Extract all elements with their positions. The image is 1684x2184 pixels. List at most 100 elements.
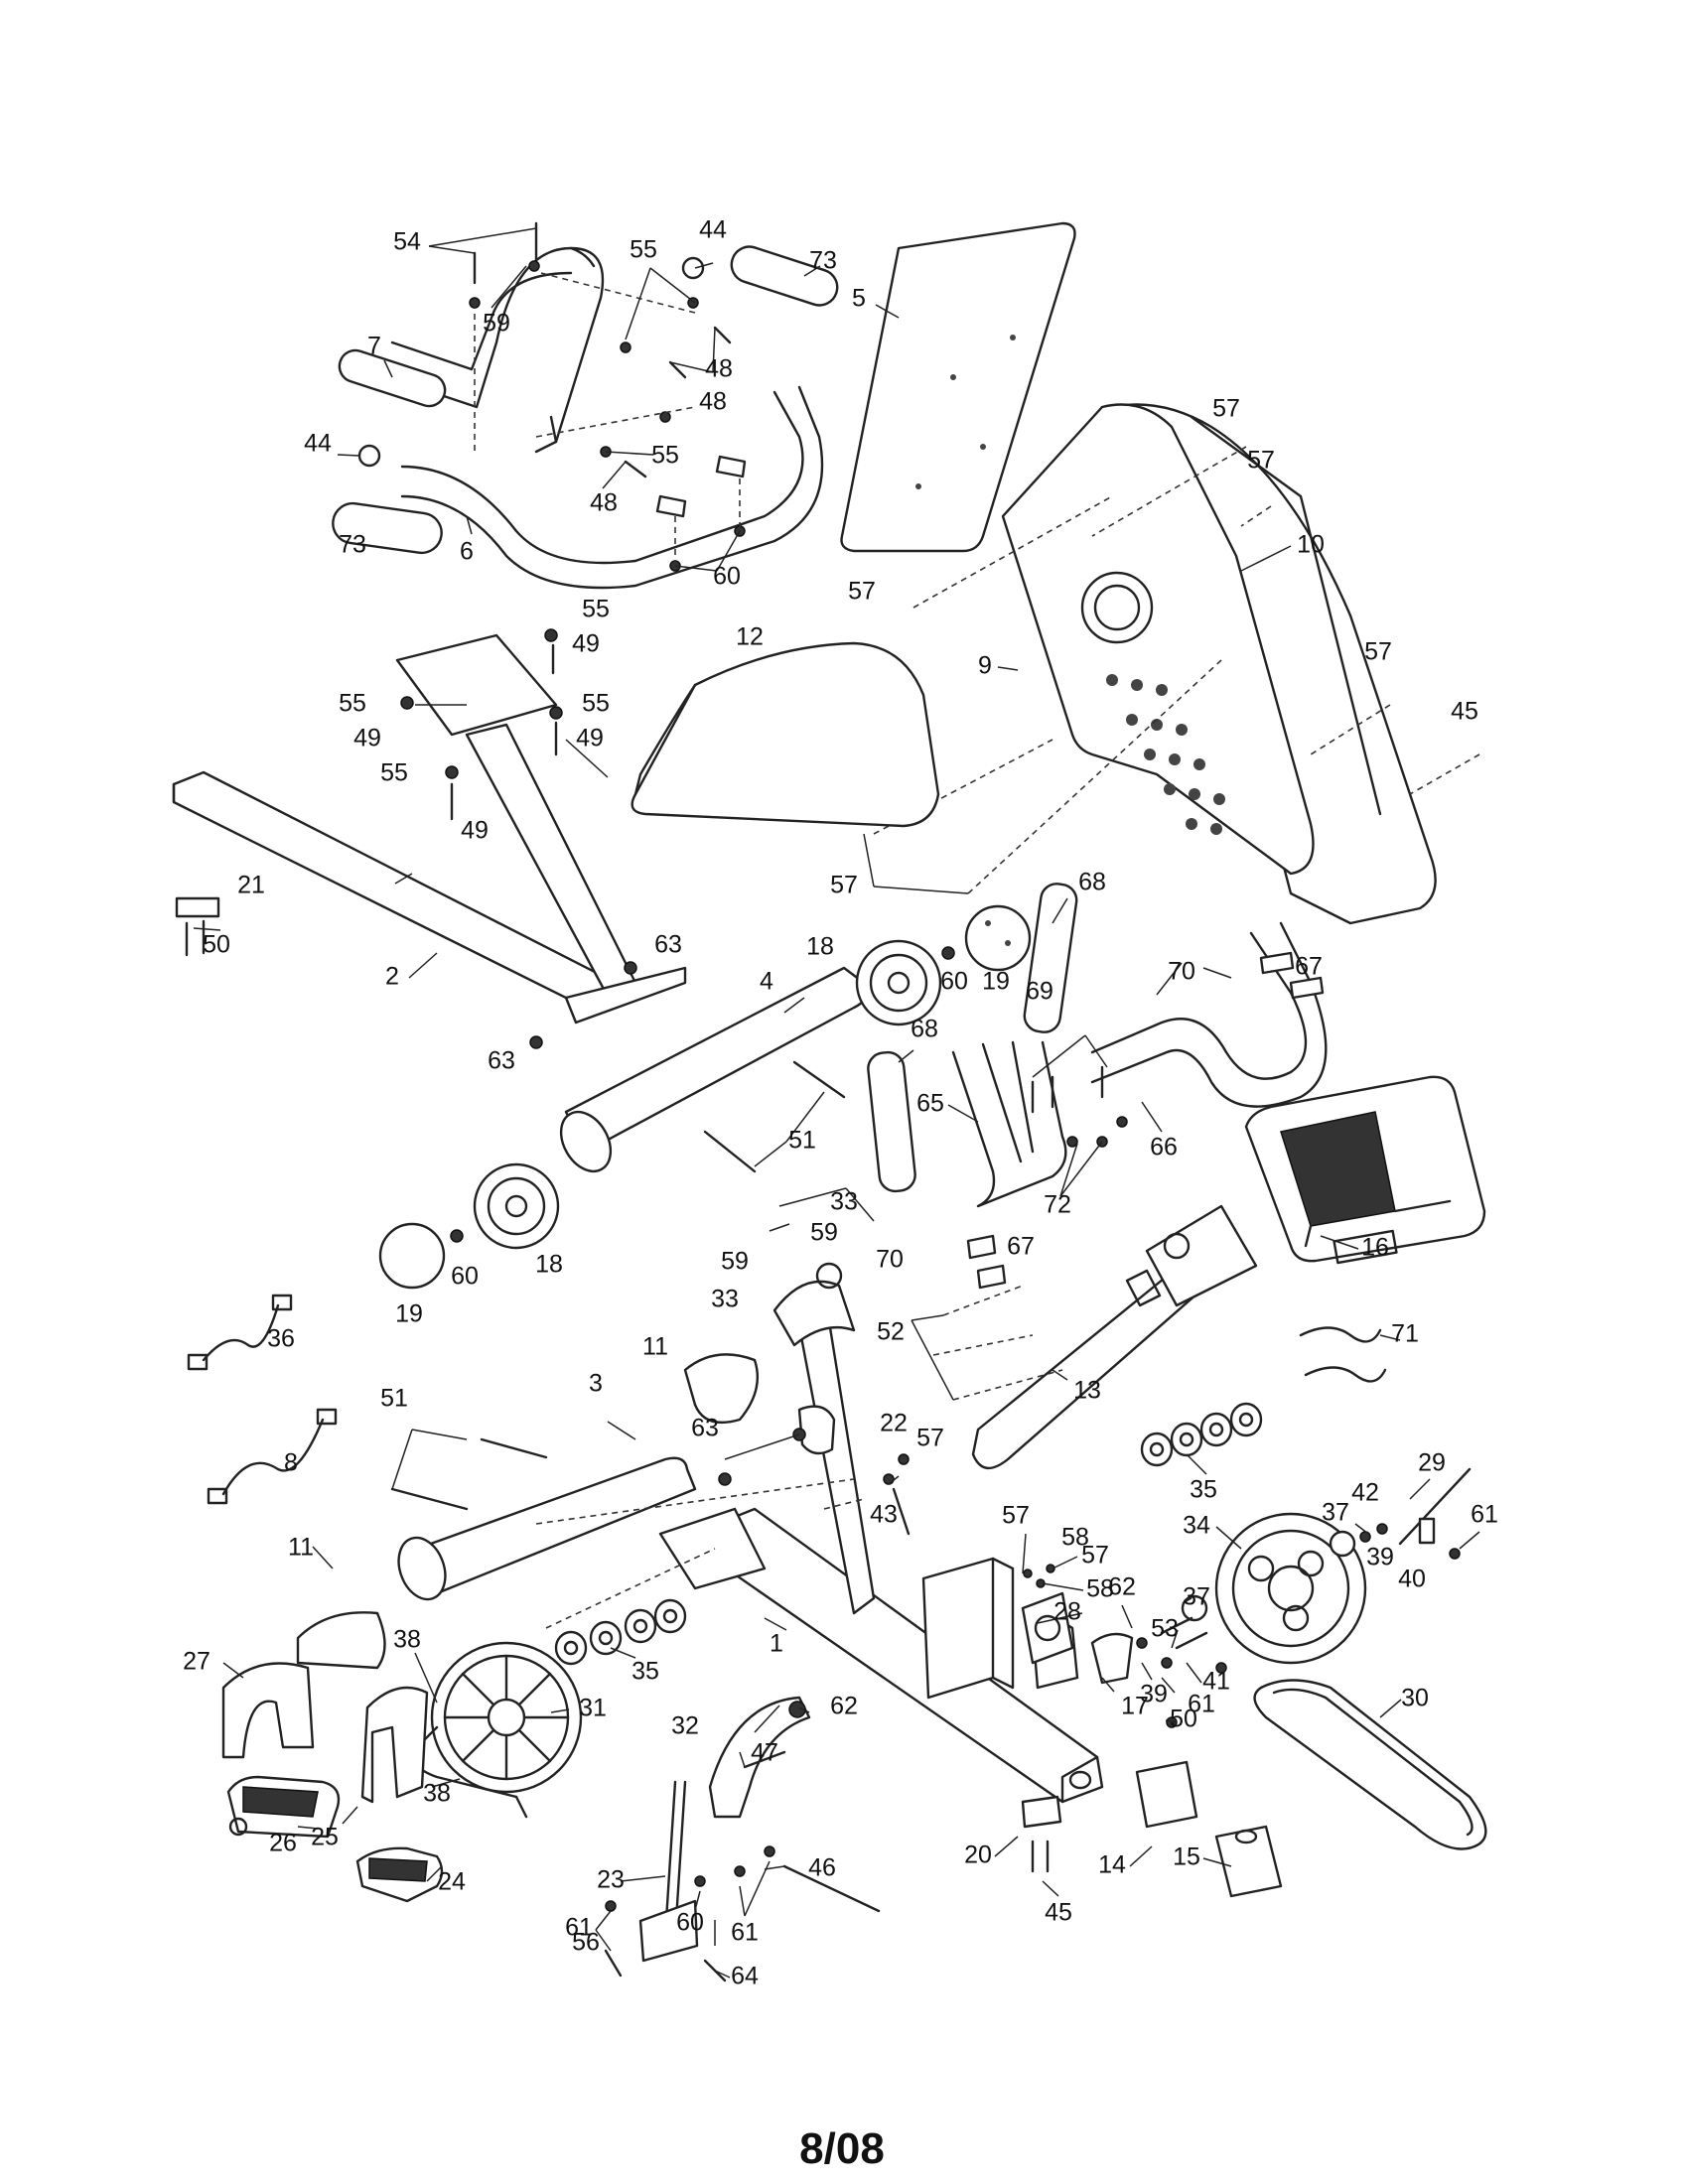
- callout-label: 19: [982, 968, 1010, 996]
- callout-label: 53: [1151, 1615, 1179, 1643]
- callout-label: 61: [1471, 1501, 1498, 1529]
- callout-label: 25: [311, 1824, 339, 1851]
- callout-label: 49: [461, 817, 489, 845]
- part-front-shroud-9: [1001, 403, 1315, 876]
- callout-label: 31: [579, 1695, 607, 1722]
- callout-label: 37: [1183, 1583, 1210, 1611]
- callout-label: 48: [699, 388, 727, 416]
- callout-label: 45: [1045, 1899, 1072, 1927]
- part-handlebar-rear: [370, 246, 605, 454]
- callout-label: 51: [788, 1127, 816, 1155]
- callout-label: 47: [751, 1739, 778, 1767]
- callout-label: 57: [1364, 638, 1392, 666]
- part-flywheel-axle-29: [1329, 1467, 1472, 1560]
- callout-label: 50: [1170, 1706, 1197, 1733]
- part-wire-harness-36: [187, 1294, 293, 1371]
- hardware-seat-bolts: [175, 628, 637, 1049]
- part-handle-left-65: [951, 1040, 1067, 1208]
- part-handle-grip-68a: [1023, 883, 1078, 1033]
- callout-label: 57: [830, 872, 858, 899]
- part-handlebar-front: [400, 385, 824, 590]
- callout-label: 38: [393, 1626, 421, 1654]
- callout-label: 65: [916, 1090, 944, 1118]
- leader-lines: [193, 227, 1480, 1979]
- callout-label: 55: [630, 236, 657, 264]
- callout-label: 60: [676, 1909, 704, 1937]
- callout-label: 57: [848, 578, 876, 606]
- callout-label: 55: [582, 690, 610, 718]
- callout-label: 46: [808, 1854, 836, 1882]
- callout-label: 3: [589, 1370, 603, 1398]
- callout-label: 23: [597, 1866, 625, 1894]
- callout-label: 50: [203, 931, 230, 959]
- part-stabilizer-3: [397, 1456, 697, 1601]
- callout-label: 41: [1202, 1668, 1230, 1696]
- callout-label: 57: [1247, 447, 1275, 475]
- callout-label: 62: [1108, 1573, 1136, 1601]
- callout-label: 4: [760, 968, 773, 996]
- callout-label: 8: [284, 1449, 298, 1477]
- callout-label: 70: [876, 1246, 904, 1274]
- callout-label: 54: [393, 228, 421, 256]
- callout-label: 34: [1183, 1512, 1210, 1540]
- page-footer-code: 8/08: [799, 2124, 885, 2173]
- callout-label: 60: [713, 563, 741, 591]
- callout-label: 13: [1073, 1377, 1101, 1405]
- part-magnet-bracket-32: [708, 1696, 811, 1819]
- callout-label: 29: [1418, 1449, 1446, 1477]
- part-bearings-35-bottom: [554, 1598, 687, 1666]
- callout-label: 39: [1366, 1544, 1394, 1571]
- callout-label: 22: [880, 1410, 908, 1437]
- part-seat-12: [631, 641, 940, 828]
- part-bracket-23: [604, 1780, 881, 1982]
- hardware-handle-sensors: [966, 951, 1325, 1290]
- callout-label: 70: [1168, 958, 1195, 986]
- callout-label: 14: [1098, 1851, 1126, 1879]
- callout-label: 69: [1026, 978, 1053, 1006]
- callout-label: 48: [590, 489, 618, 517]
- hardware-mast-bolts: [932, 1285, 1063, 1401]
- callout-label: 45: [1451, 698, 1478, 726]
- part-seat-rail-4: [559, 966, 869, 1173]
- callout-label: 58: [1061, 1524, 1089, 1552]
- callout-label: 60: [940, 968, 968, 996]
- callout-label: 58: [1086, 1575, 1114, 1603]
- callout-label: 59: [721, 1248, 749, 1276]
- callout-label: 28: [1053, 1598, 1081, 1626]
- part-wire-71: [1299, 1326, 1387, 1383]
- callout-label: 52: [877, 1318, 905, 1346]
- part-bearings-35-top: [1140, 1402, 1263, 1467]
- part-drive-belt-30: [1253, 1679, 1487, 1850]
- callout-label: 40: [1398, 1566, 1426, 1593]
- part-main-frame-1: [658, 1262, 1104, 1804]
- part-pedal-24: [355, 1846, 444, 1903]
- part-flywheel-34: [1214, 1512, 1367, 1665]
- callout-label: 15: [1173, 1843, 1200, 1871]
- callout-label: 55: [339, 690, 366, 718]
- callout-label: 42: [1351, 1479, 1379, 1507]
- callout-label: 64: [731, 1963, 759, 1990]
- hardware-handlebar-bolts: [469, 221, 747, 572]
- part-handle-right-66: [1090, 921, 1328, 1108]
- callout-label: 57: [1002, 1502, 1030, 1530]
- callout-label: 63: [488, 1047, 515, 1075]
- callout-label: 44: [699, 216, 727, 244]
- callout-label: 37: [1322, 1499, 1349, 1527]
- part-pulley-31: [413, 1641, 583, 1819]
- callout-label: 38: [423, 1780, 451, 1808]
- callout-label: 21: [237, 872, 265, 899]
- callout-label: 72: [1044, 1191, 1071, 1219]
- part-roller-cap-19-bottom: [378, 1222, 446, 1290]
- part-wire-harness-8: [207, 1408, 338, 1505]
- callout-label: 24: [438, 1868, 466, 1896]
- callout-label: 67: [1295, 953, 1323, 981]
- callout-label: 71: [1391, 1320, 1419, 1348]
- part-endcaps-11: [296, 1353, 759, 1670]
- callout-label: 43: [870, 1501, 898, 1529]
- callout-label: 55: [582, 596, 610, 623]
- callout-label: 5: [852, 285, 866, 313]
- callout-label: 60: [451, 1263, 479, 1291]
- callout-label: 57: [1081, 1542, 1109, 1570]
- part-pedal-26: [226, 1775, 341, 1839]
